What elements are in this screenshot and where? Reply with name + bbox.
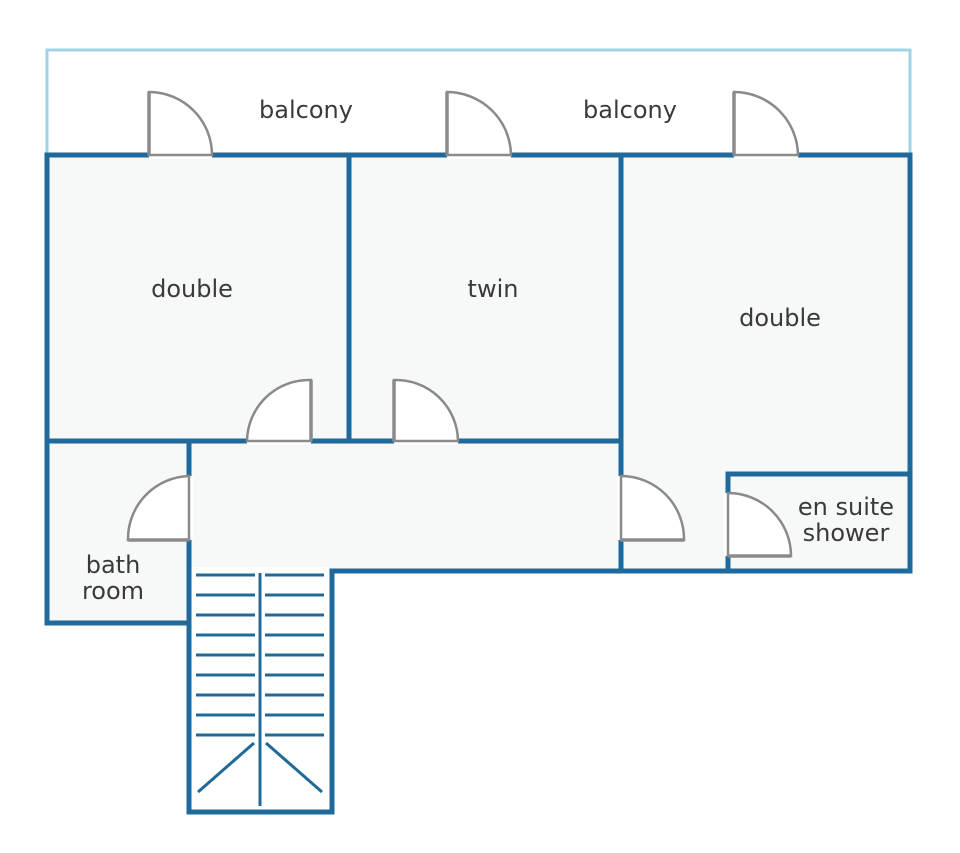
door-swing-arc	[445, 90, 513, 157]
label-double-right: double	[739, 304, 821, 332]
label-double-left: double	[151, 275, 233, 303]
door-swing-arc	[126, 474, 191, 542]
door-balcony-left[interactable]	[147, 90, 214, 157]
door-bathroom[interactable]	[126, 474, 191, 542]
label-balcony-right: balcony	[583, 96, 677, 124]
door-twin[interactable]	[392, 378, 460, 443]
door-swing-arc	[245, 378, 313, 443]
label-ensuite-line1: en suite	[798, 493, 894, 521]
floor-areas	[47, 155, 910, 623]
door-swing-arc	[392, 378, 460, 443]
label-balcony-left: balcony	[259, 96, 353, 124]
label-ensuite-line2: shower	[803, 519, 890, 547]
room-labels: balcony balcony double twin double bath …	[82, 96, 894, 605]
doors	[126, 90, 800, 558]
label-twin: twin	[468, 275, 519, 303]
door-balcony-middle[interactable]	[445, 90, 513, 157]
door-ensuite[interactable]	[726, 491, 793, 558]
stair-treads-left	[196, 573, 255, 737]
floor-hallway	[189, 441, 621, 571]
balcony-rail	[45, 48, 912, 155]
door-double-left[interactable]	[245, 378, 313, 443]
stair-winder	[265, 741, 323, 794]
label-bathroom-line1: bath	[86, 551, 141, 579]
stair-winders	[197, 741, 323, 794]
door-balcony-right[interactable]	[732, 90, 800, 157]
label-bathroom-line2: room	[82, 577, 144, 605]
door-swing-arc	[732, 90, 800, 157]
stair-winder	[197, 741, 255, 794]
stair-treads-right	[265, 573, 324, 737]
door-double-right[interactable]	[619, 474, 686, 542]
door-swing-arc	[147, 90, 214, 157]
door-swing-arc	[619, 474, 686, 542]
staircase	[196, 573, 324, 806]
